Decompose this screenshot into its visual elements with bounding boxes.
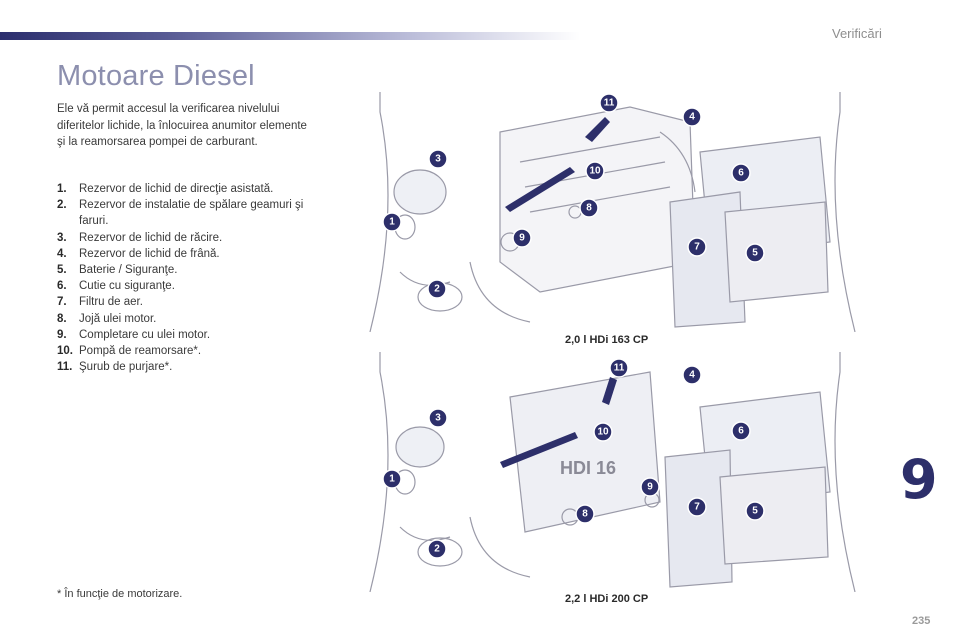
legend-number: 3. [57, 231, 67, 244]
callout-badge-5: 5 [745, 243, 765, 263]
svg-text:10: 10 [589, 166, 601, 177]
svg-text:7: 7 [694, 242, 700, 253]
legend-number: 6. [57, 280, 67, 293]
page-title: Motoare Diesel [57, 60, 255, 92]
callout-badge-8: 8 [579, 198, 599, 218]
legend-item: 10. Pompă de reamorsare*. [57, 343, 327, 359]
svg-text:8: 8 [586, 203, 592, 214]
legend-number: 11. [57, 361, 73, 374]
callout-badge-3: 3 [428, 408, 448, 428]
legend-text: Filtru de aer. [79, 296, 143, 309]
legend-text: Rezervor de lichid de frână. [79, 247, 220, 260]
engine-illustration-2-2-hdi: HDI 16 1 2 3 4 5 6 7 8 9 10 11 [369, 352, 856, 592]
callout-badge-9: 9 [512, 228, 532, 248]
header-gradient-bar [0, 32, 580, 40]
intro-paragraph: Ele vă permit accesul la verificarea niv… [57, 103, 307, 148]
callout-badge-9: 9 [640, 477, 660, 497]
callout-badge-3: 3 [428, 149, 448, 169]
svg-text:4: 4 [689, 370, 695, 381]
legend-number: 5. [57, 264, 67, 277]
figure-caption: 2,2 l HDi 200 CP [565, 593, 649, 605]
legend-text: Rezervor de instalatie de spălare geamur… [79, 199, 304, 228]
callout-badge-10: 10 [585, 161, 605, 181]
legend-number: 9. [57, 328, 67, 341]
callout-badge-10: 10 [593, 422, 613, 442]
legend-text: Şurub de purjare*. [79, 361, 173, 374]
legend-text: Pompă de reamorsare*. [79, 345, 202, 358]
callout-badge-2: 2 [427, 279, 447, 299]
svg-text:2: 2 [434, 544, 440, 555]
legend-item: 5. Baterie / Siguranţe. [57, 262, 327, 278]
legend-item: 4. Rezervor de lichid de frână. [57, 246, 327, 262]
svg-text:10: 10 [597, 427, 609, 438]
legend-item: 1. Rezervor de lichid de direcţie asistat… [57, 181, 327, 197]
callout-badge-6: 6 [731, 421, 751, 441]
svg-text:5: 5 [752, 248, 758, 259]
callout-badge-1: 1 [382, 212, 402, 232]
arrow-icon [602, 377, 617, 405]
svg-text:9: 9 [519, 233, 525, 244]
legend-item: 2. Rezervor de instalatie de spălare geam… [57, 197, 327, 229]
arrow-icon [585, 117, 610, 142]
svg-text:1: 1 [389, 474, 395, 485]
legend-list: 1. Rezervor de lichid de direcţie asistat… [57, 181, 327, 375]
callout-badge-7: 7 [687, 497, 707, 517]
svg-text:3: 3 [435, 154, 441, 165]
callout-badge-7: 7 [687, 237, 707, 257]
legend-text: Cutie cu siguranţe. [79, 280, 175, 293]
callout-badge-5: 5 [745, 501, 765, 521]
arrow-icon [505, 167, 575, 212]
legend-number: 7. [57, 296, 67, 309]
section-title: Verificări [832, 26, 882, 41]
arrow-icon [500, 432, 578, 468]
legend-item: 8. Jojă ulei motor. [57, 311, 327, 327]
callout-badge-4: 4 [682, 365, 702, 385]
svg-text:1: 1 [389, 217, 395, 228]
svg-text:11: 11 [614, 363, 625, 374]
legend-item: 3. Rezervor de lichid de răcire. [57, 230, 327, 246]
svg-text:2: 2 [434, 284, 440, 295]
legend-item: 9. Completare cu ulei motor. [57, 327, 327, 343]
callout-badge-8: 8 [575, 504, 595, 524]
legend-number: 8. [57, 312, 67, 325]
legend-number: 4. [57, 247, 67, 260]
legend-text: Rezervor de lichid de răcire. [79, 231, 223, 244]
footnote: * În funcţie de motorizare. [57, 588, 183, 600]
engine-line-art [369, 92, 856, 332]
callout-badge-11: 11 [609, 358, 629, 378]
legend-item: 6. Cutie cu siguranţe. [57, 278, 327, 294]
engine-line-art [369, 352, 856, 592]
chapter-number: 9 [900, 448, 938, 511]
legend-number: 1. [57, 183, 67, 195]
page-number: 235 [912, 615, 931, 627]
legend-item: 7. Filtru de aer. [57, 294, 327, 310]
figure-caption: 2,0 l HDi 163 CP [565, 334, 649, 346]
svg-text:7: 7 [694, 502, 700, 513]
svg-text:5: 5 [752, 506, 758, 517]
svg-text:9: 9 [647, 482, 653, 493]
legend-text: Rezervor de lichid de direcţie asistată. [79, 183, 274, 195]
legend-text: Jojă ulei motor. [79, 312, 157, 325]
legend-text: Completare cu ulei motor. [79, 328, 211, 341]
svg-text:3: 3 [435, 413, 441, 424]
callout-badge-1: 1 [382, 469, 402, 489]
legend-number: 2. [57, 199, 67, 212]
callout-badge-4: 4 [682, 107, 702, 127]
legend-number: 10. [57, 345, 73, 358]
callout-badge-6: 6 [731, 163, 751, 183]
legend-text: Baterie / Siguranţe. [79, 264, 178, 277]
callout-badge-11: 11 [599, 93, 619, 113]
svg-text:11: 11 [604, 98, 615, 109]
callout-badge-2: 2 [427, 539, 447, 559]
svg-text:4: 4 [689, 112, 695, 123]
svg-text:6: 6 [738, 168, 744, 179]
engine-illustration-2-0-hdi: 1 2 3 4 5 6 7 8 9 10 11 [369, 92, 856, 332]
svg-text:8: 8 [582, 509, 588, 520]
svg-text:6: 6 [738, 426, 744, 437]
legend-item: 11. Şurub de purjare*. [57, 359, 327, 375]
engine-cover-label: HDI 16 [560, 458, 616, 478]
